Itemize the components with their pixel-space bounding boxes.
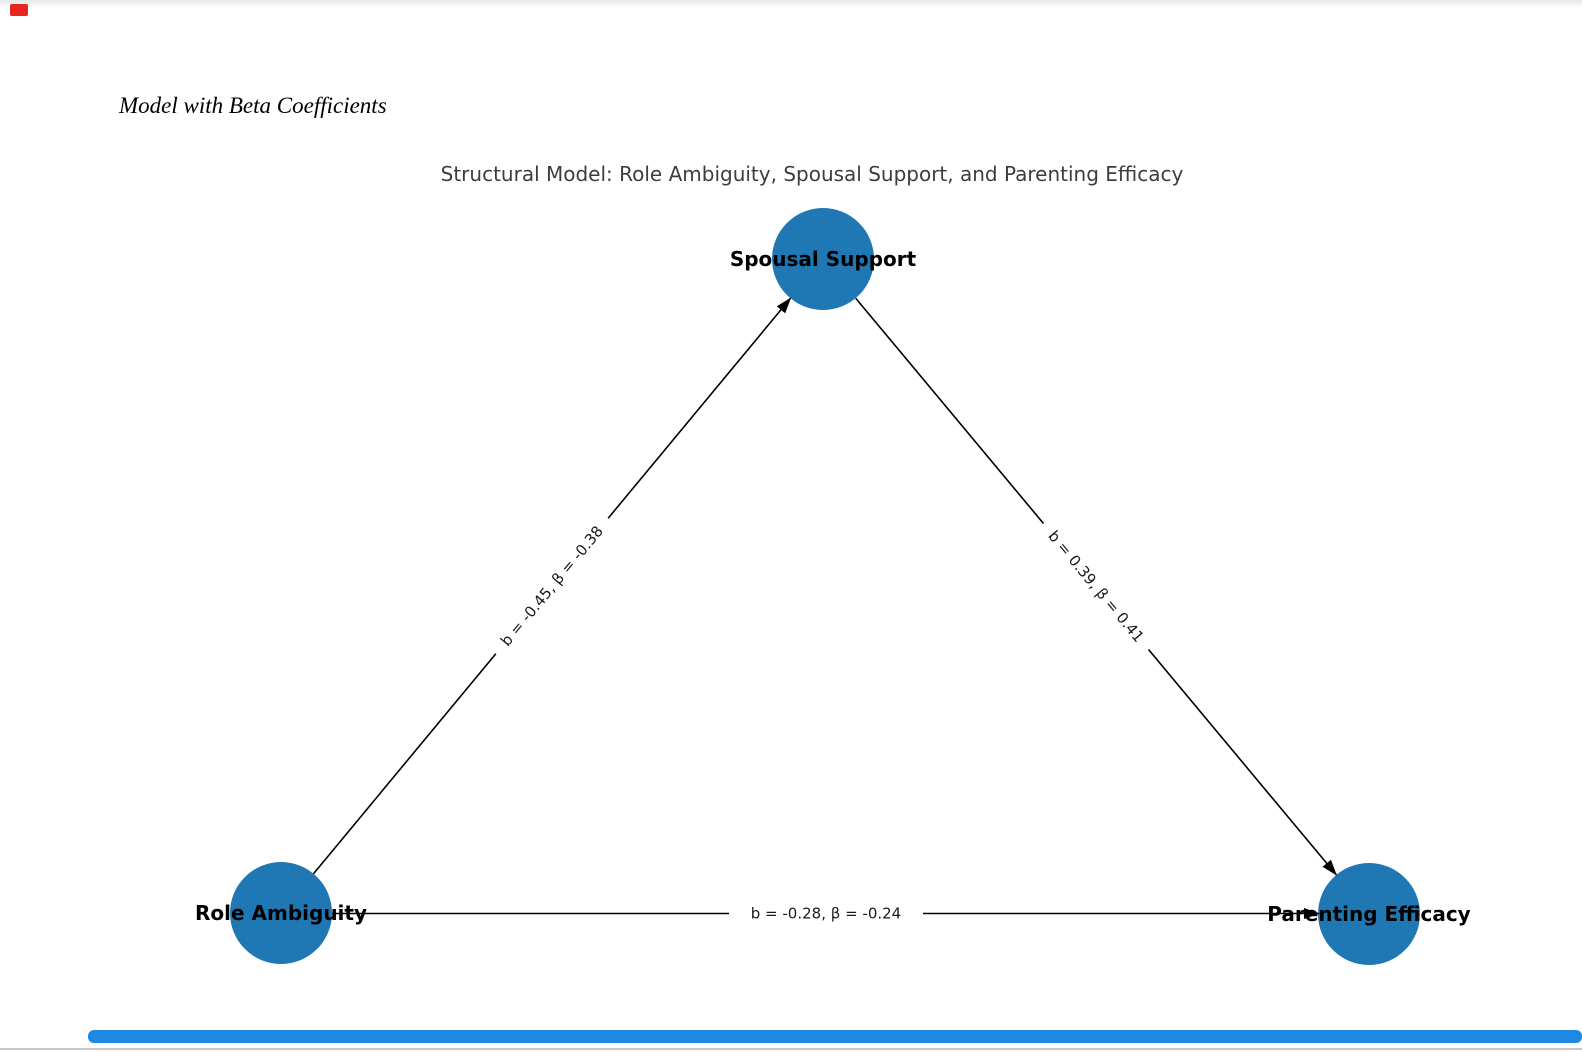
edge-label-group-b: b = 0.39, β = 0.41 bbox=[1035, 516, 1157, 657]
edge-label-background bbox=[487, 511, 617, 661]
edge-label-spousal-support-parenting-efficacy: b = 0.39, β = 0.41 bbox=[1044, 527, 1147, 646]
horizontal-scrollbar-thumb[interactable] bbox=[88, 1030, 1582, 1043]
document-heading: Model with Beta Coefficients bbox=[119, 93, 387, 118]
edge-label-background bbox=[729, 902, 923, 925]
bottom-rule bbox=[0, 1048, 1582, 1050]
node-label-parenting-efficacy: Parenting Efficacy bbox=[1267, 902, 1470, 926]
node-parenting-efficacy bbox=[1318, 863, 1420, 965]
edge-label-role-ambiguity-parenting-efficacy: b = -0.28, β = -0.24 bbox=[751, 905, 901, 923]
edge-label-group-a: b = -0.45, β = -0.38 bbox=[487, 511, 617, 661]
edge-label-group-c: b = -0.28, β = -0.24 bbox=[729, 902, 923, 925]
edge-label-role-ambiguity-spousal-support: b = -0.45, β = -0.38 bbox=[497, 522, 607, 649]
node-label-spousal-support: Spousal Support bbox=[730, 247, 917, 271]
node-label-role-ambiguity: Role Ambiguity bbox=[195, 901, 367, 925]
node-role-ambiguity bbox=[230, 862, 332, 964]
node-spousal-support bbox=[772, 208, 874, 310]
edge-label-background bbox=[1035, 516, 1157, 657]
figure-title: Structural Model: Role Ambiguity, Spousa… bbox=[441, 162, 1184, 186]
top-border-shade bbox=[0, 0, 1582, 8]
record-indicator-icon[interactable] bbox=[10, 4, 28, 16]
